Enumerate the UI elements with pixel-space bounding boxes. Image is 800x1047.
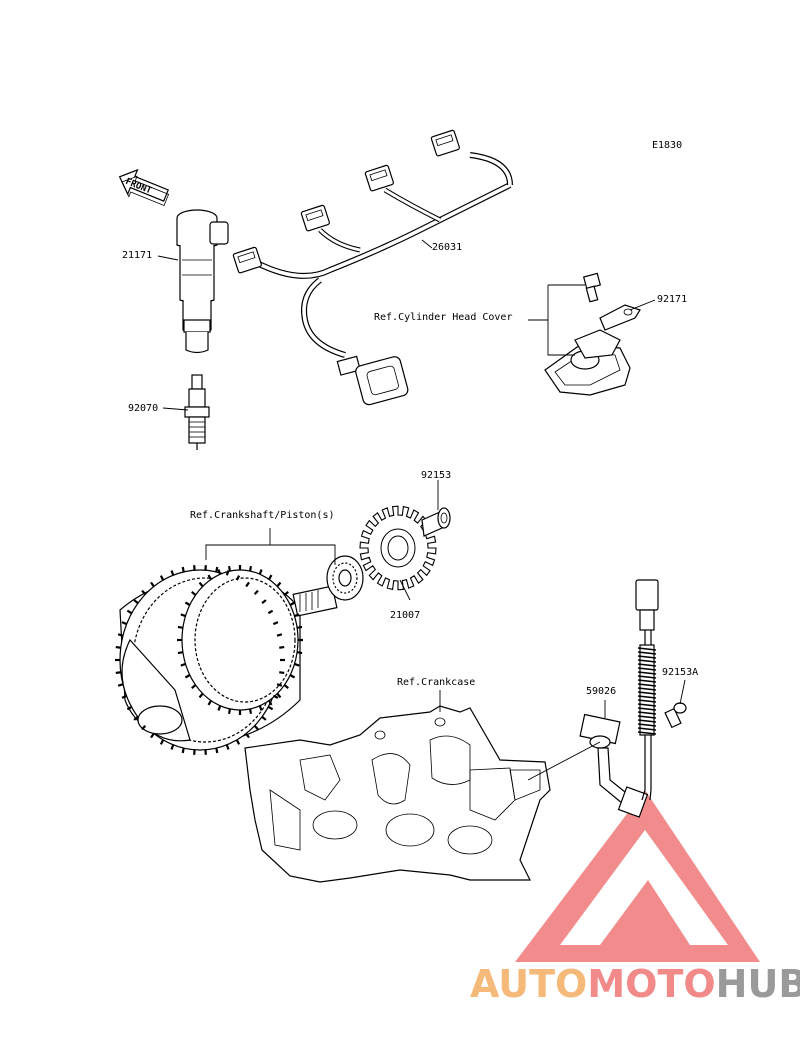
part-label-21007[interactable]: 21007 xyxy=(390,610,421,621)
diagram-code: E1830 xyxy=(652,140,683,151)
part-label-26031[interactable]: 26031 xyxy=(432,242,463,253)
crank-sensor[interactable] xyxy=(579,579,659,818)
watermark-moto: MOTO xyxy=(587,962,716,1006)
ignition-coil[interactable] xyxy=(176,209,229,354)
cylinder-head-cover xyxy=(544,329,631,396)
crankcase xyxy=(244,705,551,883)
crankshaft xyxy=(119,569,338,751)
part-label-92171[interactable]: 92171 xyxy=(657,294,688,305)
part-label-92153a[interactable]: 92153A xyxy=(662,667,699,678)
part-label-59026[interactable]: 59026 xyxy=(586,686,617,697)
leader-lines xyxy=(157,239,686,781)
ref-cylinder-head-cover[interactable]: Ref.Cylinder Head Cover xyxy=(374,312,513,323)
rotor-bolt[interactable] xyxy=(421,507,451,537)
part-label-92070[interactable]: 92070 xyxy=(128,403,159,414)
ref-crankshaft-pistons[interactable]: Ref.Crankshaft/Piston(s) xyxy=(190,510,335,521)
bracket-92171[interactable] xyxy=(599,304,641,331)
crank-gear xyxy=(326,555,364,601)
wiring-harness[interactable] xyxy=(232,129,513,410)
front-arrow-icon xyxy=(118,168,170,207)
crank-gear-teeth xyxy=(115,565,303,755)
watermark-hub: HUB xyxy=(715,962,800,1006)
watermark-logo xyxy=(515,790,760,962)
sensor-bolt[interactable] xyxy=(582,272,602,303)
ref-crankcase[interactable]: Ref.Crankcase xyxy=(397,677,476,688)
part-label-92153[interactable]: 92153 xyxy=(421,470,452,481)
part-label-21171[interactable]: 21171 xyxy=(122,250,153,261)
timing-rotor[interactable] xyxy=(359,505,437,591)
watermark-auto: AUTO xyxy=(470,962,588,1006)
spark-plug[interactable] xyxy=(184,374,210,450)
sensor-bolt-92153a[interactable] xyxy=(664,702,687,729)
watermark-text: AUTOMOTOHUB xyxy=(470,962,800,1006)
